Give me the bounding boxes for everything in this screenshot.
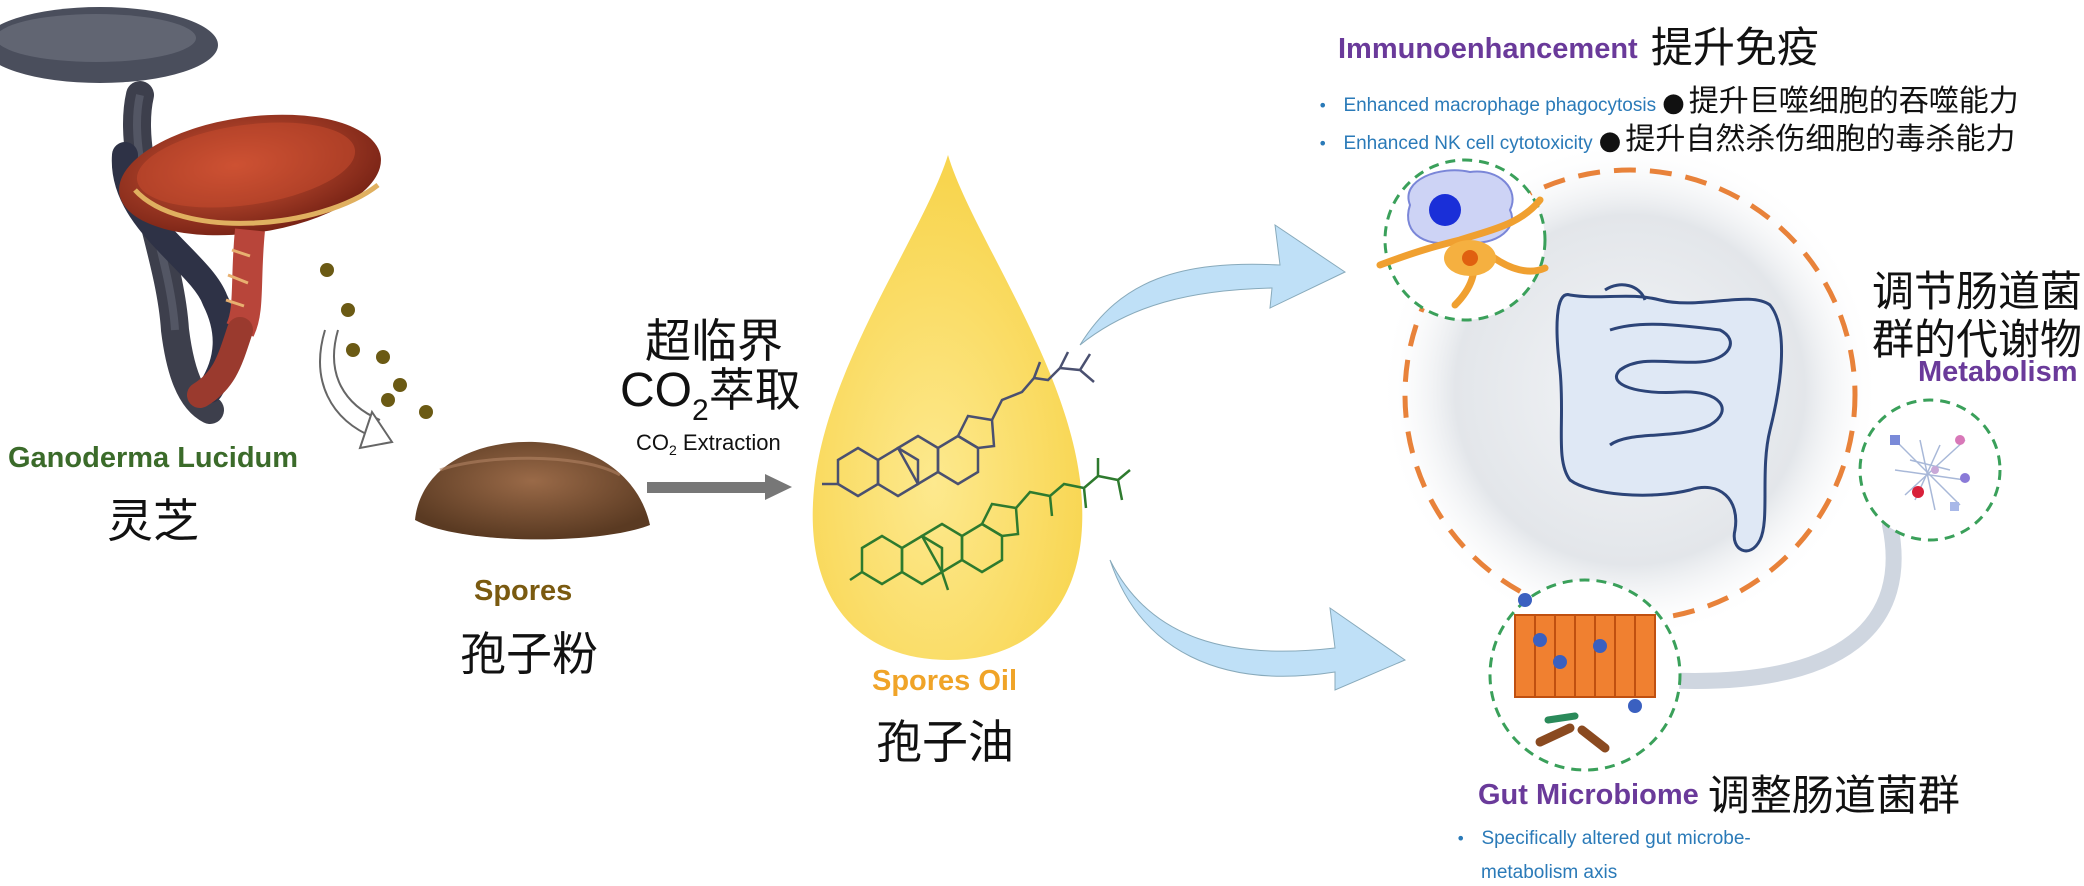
connector-arc [1652,517,1902,689]
intestine-icon [1555,283,1784,553]
molecule-grey [822,351,1095,498]
co2-en-subscript: 2 [669,442,677,458]
extraction-en-label: CO2 Extraction [636,430,781,458]
metabolism-zh-line1: 调节肠道菌 [1872,267,2083,316]
molecule-green [849,458,1131,591]
immuno-item-1: • Enhanced macrophage phagocytosis●提升巨噬细胞… [1318,76,2019,120]
oil-drop [812,155,1083,660]
oil-zh-label: 孢子油 [876,715,1014,769]
metabolism-zh-line2: 群的代谢物 [1872,315,2083,364]
oil-en-label: Spores Oil [872,665,1018,697]
bullet-icon: • [1318,96,1328,115]
gut-microbiome-badge [1488,578,1682,772]
black-dot-icon: ● [1598,126,1622,156]
gut-item-1-line1: Specifically altered gut microbe- [1481,828,1751,849]
gut-item-1-line2: metabolism axis [1481,862,1618,883]
extraction-zh-top: 超临界 [645,314,783,368]
bullet-icon: • [1318,134,1328,153]
immuno-item-2-en: Enhanced NK cell cytotoxicity [1343,133,1593,154]
arrow-to-immuno [1079,223,1347,346]
spore-dots [320,263,433,419]
immuno-item-2-zh: 提升自然杀伤细胞的毒杀能力 [1625,122,2016,157]
immuno-item-1-zh: 提升巨噬细胞的吞噬能力 [1688,84,2019,119]
black-dot-icon: ● [1662,88,1685,118]
metabolism-en-label: Metabolism [1918,356,2078,388]
extraction-zh-rest: 萃取 [708,363,801,417]
lingzhi-en-label: Ganoderma Lucidum [8,442,299,474]
gut-title: Gut Microbiome 调整肠道菌群 [1478,762,1960,823]
co2-text: CO [620,364,692,417]
metabolism-network-badge [1858,398,2002,542]
curved-arrow-to-spores [319,329,394,450]
immune-cells-badge [1376,158,1549,322]
spores-zh-label: 孢子粉 [460,627,598,681]
gut-title-zh: 调整肠道菌群 [1707,771,1960,820]
extraction-arrow [647,474,792,500]
co2-subscript: 2 [692,394,709,427]
lingzhi-zh-label: 灵芝 [107,494,199,548]
arrow-to-gut [1109,559,1407,691]
immuno-title: Immunoenhancement 提升免疫 [1338,14,1819,75]
gut-title-en: Gut Microbiome [1478,779,1699,811]
extraction-zh-line2: CO2萃取 [620,354,801,428]
ganoderma-illustration [0,7,381,424]
extraction-en-rest: Extraction [676,430,781,455]
co2-en-text: CO [636,430,669,455]
immuno-title-zh: 提升免疫 [1650,23,1819,72]
immuno-title-en: Immunoenhancement [1338,33,1638,65]
spores-en-label: Spores [474,575,573,607]
spores-powder-illustration [415,441,650,540]
immuno-item-1-en: Enhanced macrophage phagocytosis [1343,95,1657,116]
immuno-item-2: • Enhanced NK cell cytotoxicity●提升自然杀伤细胞的… [1318,114,2015,158]
bullet-icon: • [1456,829,1466,848]
gut-item-1: • Specifically altered gut microbe- [1456,828,1751,850]
